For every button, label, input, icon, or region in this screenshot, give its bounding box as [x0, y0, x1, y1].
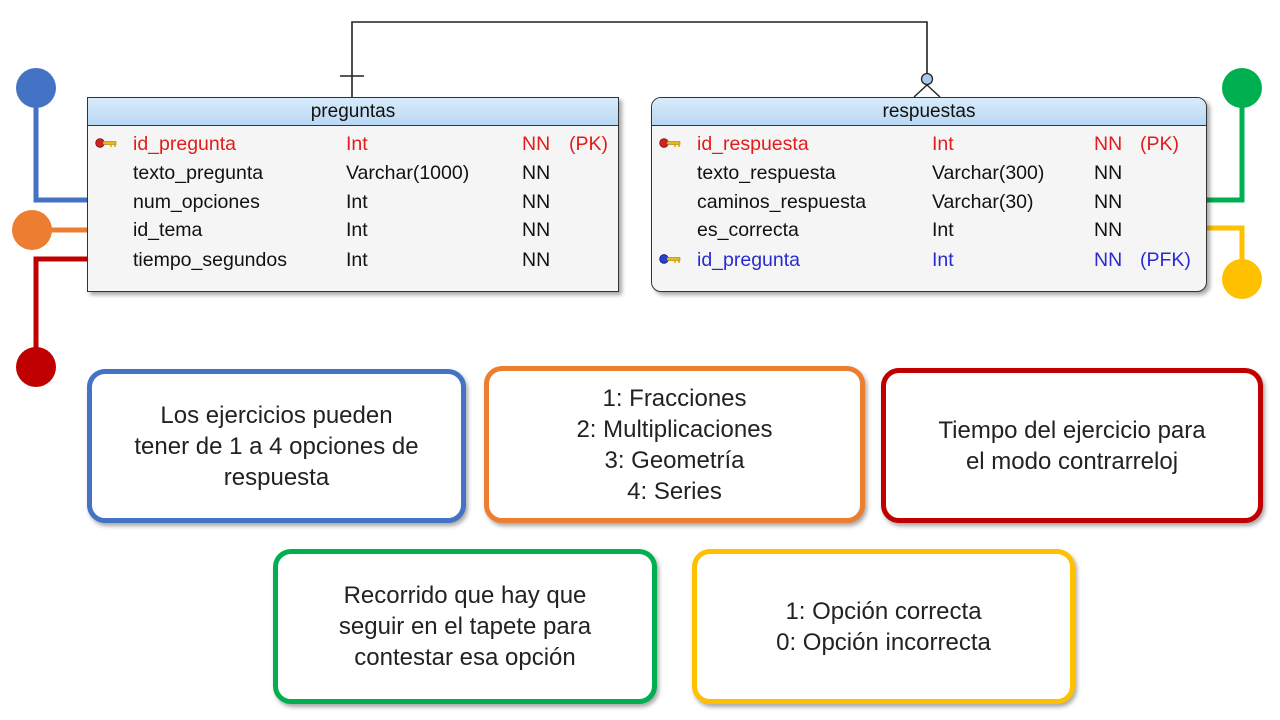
field-null: NN: [1094, 219, 1123, 241]
primary-key-icon: [659, 138, 681, 148]
table-title: respuestas: [652, 98, 1206, 126]
field-type: Int: [346, 191, 368, 213]
field-name: texto_respuesta: [697, 162, 836, 184]
field-name: tiempo_segundos: [133, 249, 287, 271]
table-preguntas[interactable]: preguntas id_pregunta Int NN (PK) texto_…: [87, 97, 619, 292]
field-type: Varchar(300): [932, 162, 1045, 184]
table-respuestas[interactable]: respuestas id_respuesta Int NN (PK) text…: [651, 97, 1207, 292]
field-key: (PK): [1140, 133, 1179, 155]
field-null: NN: [522, 219, 551, 241]
optional-circle-mark: [920, 72, 934, 86]
note-es-correcta: 1: Opción correcta 0: Opción incorrecta: [692, 549, 1075, 704]
foreign-key-icon: [659, 254, 681, 264]
field-name: id_respuesta: [697, 133, 809, 155]
field-null: NN: [522, 249, 551, 271]
field-key: (PFK): [1140, 249, 1191, 271]
field-null: NN: [1094, 162, 1123, 184]
primary-key-icon: [95, 138, 117, 148]
field-name: caminos_respuesta: [697, 191, 867, 213]
note-num-opciones: Los ejercicios pueden tener de 1 a 4 opc…: [87, 369, 466, 523]
field-type: Int: [932, 219, 954, 241]
field-key: (PK): [569, 133, 608, 155]
field-null: NN: [522, 191, 551, 213]
field-null: NN: [522, 133, 551, 155]
crowfoot-right: [926, 84, 941, 98]
field-null: NN: [1094, 191, 1123, 213]
field-null: NN: [1094, 133, 1123, 155]
field-null: NN: [522, 162, 551, 184]
field-name: texto_pregunta: [133, 162, 264, 184]
field-name: id_pregunta: [697, 249, 801, 271]
field-type: Varchar(30): [932, 191, 1034, 213]
field-name: id_tema: [133, 219, 203, 241]
field-type: Int: [346, 219, 368, 241]
note-tiempo-segundos: Tiempo del ejercicio para el modo contra…: [881, 368, 1263, 523]
field-null: NN: [1094, 249, 1123, 271]
crowfoot-left: [913, 84, 928, 98]
note-id-tema: 1: Fracciones 2: Multiplicaciones 3: Geo…: [484, 366, 865, 523]
field-name: es_correcta: [697, 219, 799, 241]
relationship-line: [351, 21, 928, 97]
field-type: Varchar(1000): [346, 162, 470, 184]
note-caminos-respuesta: Recorrido que hay que seguir en el tapet…: [273, 549, 657, 704]
field-name: id_pregunta: [133, 133, 237, 155]
field-type: Int: [346, 249, 368, 271]
field-type: Int: [932, 249, 954, 271]
field-type: Int: [932, 133, 954, 155]
field-type: Int: [346, 133, 368, 155]
field-name: num_opciones: [133, 191, 260, 213]
table-title: preguntas: [88, 98, 618, 126]
